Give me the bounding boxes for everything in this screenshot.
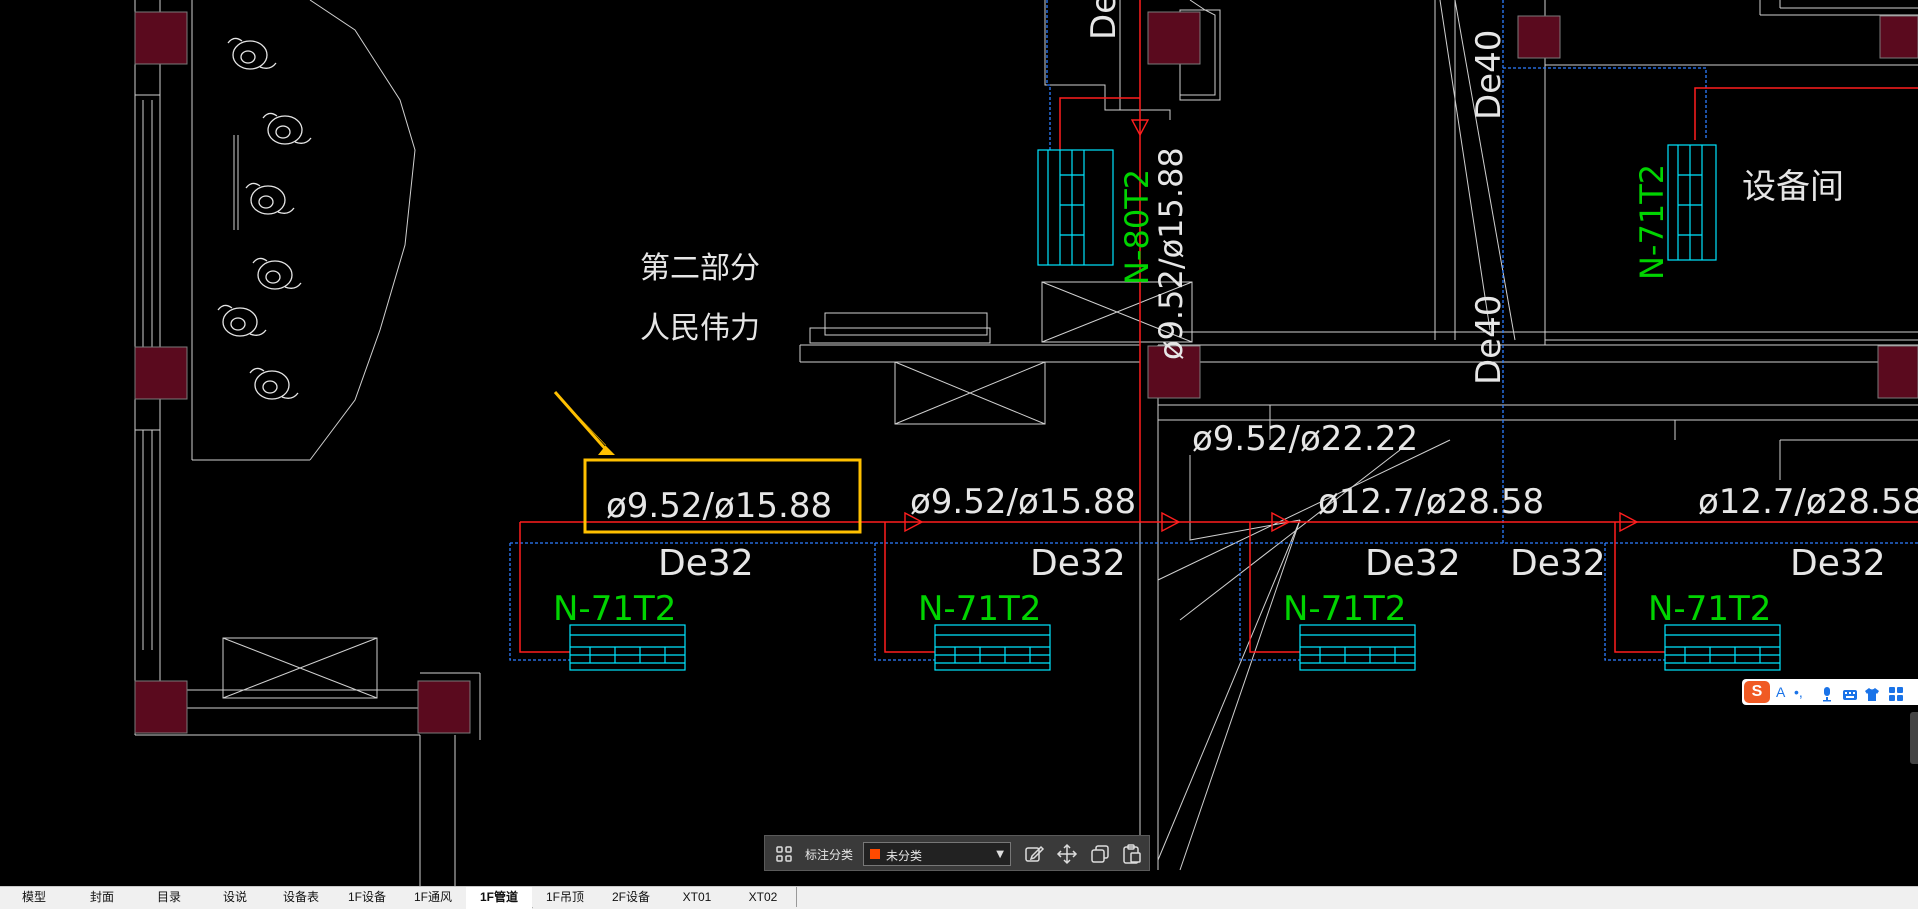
drain-label: De32	[1790, 543, 1886, 584]
annotation-toolbar: 标注分类 未分类 ▼	[764, 835, 1150, 871]
indoor-units	[569, 144, 1781, 671]
category-select-value: 未分类	[886, 849, 923, 863]
drain-pipes	[509, 0, 1918, 661]
grid-icon[interactable]	[1888, 684, 1904, 704]
unit-model-label: N-71T2	[553, 589, 676, 629]
unit-model-labels: N-71T2 N-71T2 N-71T2 N-71T2 N-80T2 N-71T…	[553, 164, 1771, 629]
ime-toolbar: S A •,	[1742, 679, 1918, 705]
paste-icon[interactable]	[1121, 843, 1143, 865]
ime-logo[interactable]: S	[1744, 681, 1770, 703]
unit-model-label: N-71T2	[1648, 589, 1771, 629]
drain-label: De32	[1510, 543, 1606, 584]
layout-tab[interactable]: 1F通风	[400, 887, 467, 907]
flow-arrows	[904, 119, 1639, 533]
room-label: 设备间	[1742, 167, 1844, 207]
pipe-size-label: ø12.7/ø28.58	[1318, 482, 1544, 522]
category-select[interactable]: 未分类 ▼	[863, 842, 1011, 866]
ime-punctuation-toggle[interactable]: •,	[1794, 684, 1803, 700]
vertical-unit-model-label: N-71T2	[1633, 164, 1671, 280]
pipe-size-label: ø12.7/ø28.58	[1698, 482, 1918, 522]
chevron-down-icon: ▼	[996, 849, 1004, 860]
side-panel-handle[interactable]	[1910, 712, 1918, 764]
layout-tab[interactable]: XT02	[730, 887, 797, 907]
refrigerant-pipes	[519, 0, 1918, 653]
highlight-box	[583, 458, 862, 534]
callout-arrow-line	[553, 391, 610, 453]
layout-tab[interactable]: 封面	[68, 887, 137, 907]
layout-tab[interactable]: 目录	[136, 887, 203, 907]
pipe-size-label: ø9.52/ø22.22	[1192, 419, 1418, 459]
vertical-drain-label: De40	[1469, 295, 1509, 385]
keyboard-icon[interactable]	[1842, 685, 1858, 705]
layout-tab[interactable]: XT01	[664, 887, 731, 907]
unit-model-label: N-71T2	[918, 589, 1041, 629]
vertical-pipe-size: ø9.52/ø15.88	[1152, 147, 1190, 360]
vertical-unit-model-label: N-80T2	[1118, 169, 1156, 285]
drain-label: De32	[658, 543, 754, 584]
callout-highlight	[553, 391, 862, 534]
section-title-line1: 第二部分	[640, 251, 760, 286]
layout-tab[interactable]: 1F设备	[334, 887, 401, 907]
move-icon[interactable]	[1056, 843, 1078, 865]
structural-columns	[134, 11, 1918, 734]
layout-tab[interactable]: 2F设备	[598, 887, 665, 907]
drain-label: De32	[1365, 543, 1461, 584]
grid-icon[interactable]	[775, 845, 793, 863]
vertical-drain-label: De40	[1469, 30, 1509, 120]
section-title-line2: 人民伟力	[640, 311, 760, 346]
mic-icon[interactable]	[1820, 684, 1834, 704]
shirt-icon[interactable]	[1864, 684, 1880, 704]
layout-tab[interactable]: 设说	[202, 887, 269, 907]
vertical-drain-label: De	[1084, 0, 1124, 40]
drain-label: De32	[1030, 543, 1126, 584]
pipe-size-highlighted: ø9.52/ø15.88	[606, 486, 832, 526]
drawing-canvas[interactable]: 第二部分 人民伟力 设备间 ø9.52/ø15.88 ø9.52/ø15.88 …	[0, 0, 1918, 886]
layout-tab[interactable]: 1F吊顶	[532, 887, 599, 907]
text-labels: 第二部分 人民伟力 设备间 ø9.52/ø15.88 ø9.52/ø15.88 …	[606, 0, 1918, 584]
ime-mode-toggle[interactable]: A	[1776, 684, 1786, 700]
seating-symbols	[217, 37, 312, 400]
category-color-swatch	[870, 849, 880, 859]
unit-model-label: N-71T2	[1283, 589, 1406, 629]
layout-tab[interactable]: 模型	[0, 887, 69, 907]
left-wall-linework	[134, 0, 481, 886]
copy-icon[interactable]	[1089, 843, 1111, 865]
layout-tab[interactable]: 设备表	[268, 887, 335, 907]
layout-tab[interactable]: 1F管道	[466, 887, 533, 909]
category-label: 标注分类	[805, 848, 854, 862]
edit-icon[interactable]	[1023, 843, 1045, 865]
pipe-size-label: ø9.52/ø15.88	[910, 482, 1136, 522]
